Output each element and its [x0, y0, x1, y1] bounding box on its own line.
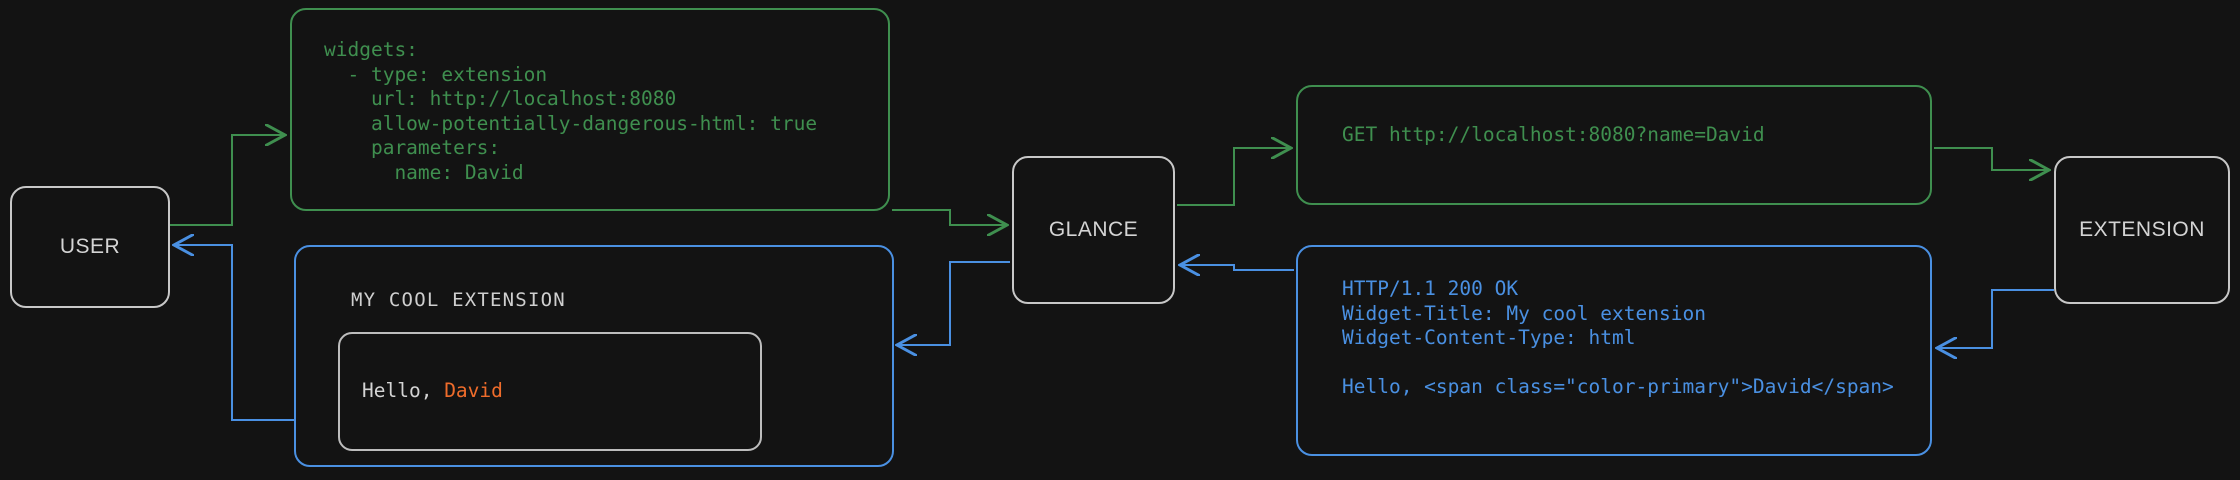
node-glance[interactable]: GLANCE — [1012, 156, 1175, 304]
http-response-box: HTTP/1.1 200 OK Widget-Title: My cool ex… — [1296, 245, 1932, 456]
wire-glance-to-widget — [897, 261, 1010, 345]
wire-config-to-glance — [892, 209, 1007, 225]
wire-response-to-glance — [1180, 265, 1294, 270]
wire-widget-to-user — [174, 245, 294, 421]
node-glance-label: GLANCE — [1048, 218, 1139, 241]
config-yaml-text: widgets: - type: extension url: http://l… — [324, 38, 818, 184]
http-request-text: GET http://localhost:8080?name=David — [1342, 123, 1765, 146]
http-request-box: GET http://localhost:8080?name=David — [1296, 85, 1932, 205]
node-extension-label: EXTENSION — [2079, 218, 2205, 241]
node-user[interactable]: USER — [10, 186, 170, 308]
wire-extension-to-response — [1937, 289, 2054, 348]
node-user-label: USER — [59, 235, 121, 258]
widget-content-card: Hello, David — [338, 332, 762, 451]
widget-title: MY COOL EXTENSION — [351, 289, 566, 311]
config-yaml-box: widgets: - type: extension url: http://l… — [290, 8, 890, 211]
wire-glance-to-request — [1177, 148, 1291, 206]
wire-request-to-extension — [1934, 147, 2049, 170]
rendered-widget-box: MY COOL EXTENSION Hello, David — [294, 245, 894, 467]
wire-user-to-config — [170, 135, 285, 226]
widget-content-text: Hello, David — [362, 379, 503, 402]
http-response-text: HTTP/1.1 200 OK Widget-Title: My cool ex… — [1342, 277, 1894, 398]
node-extension[interactable]: EXTENSION — [2054, 156, 2230, 304]
widget-greeting-prefix: Hello, — [362, 379, 445, 402]
widget-greeting-name: David — [444, 379, 503, 402]
